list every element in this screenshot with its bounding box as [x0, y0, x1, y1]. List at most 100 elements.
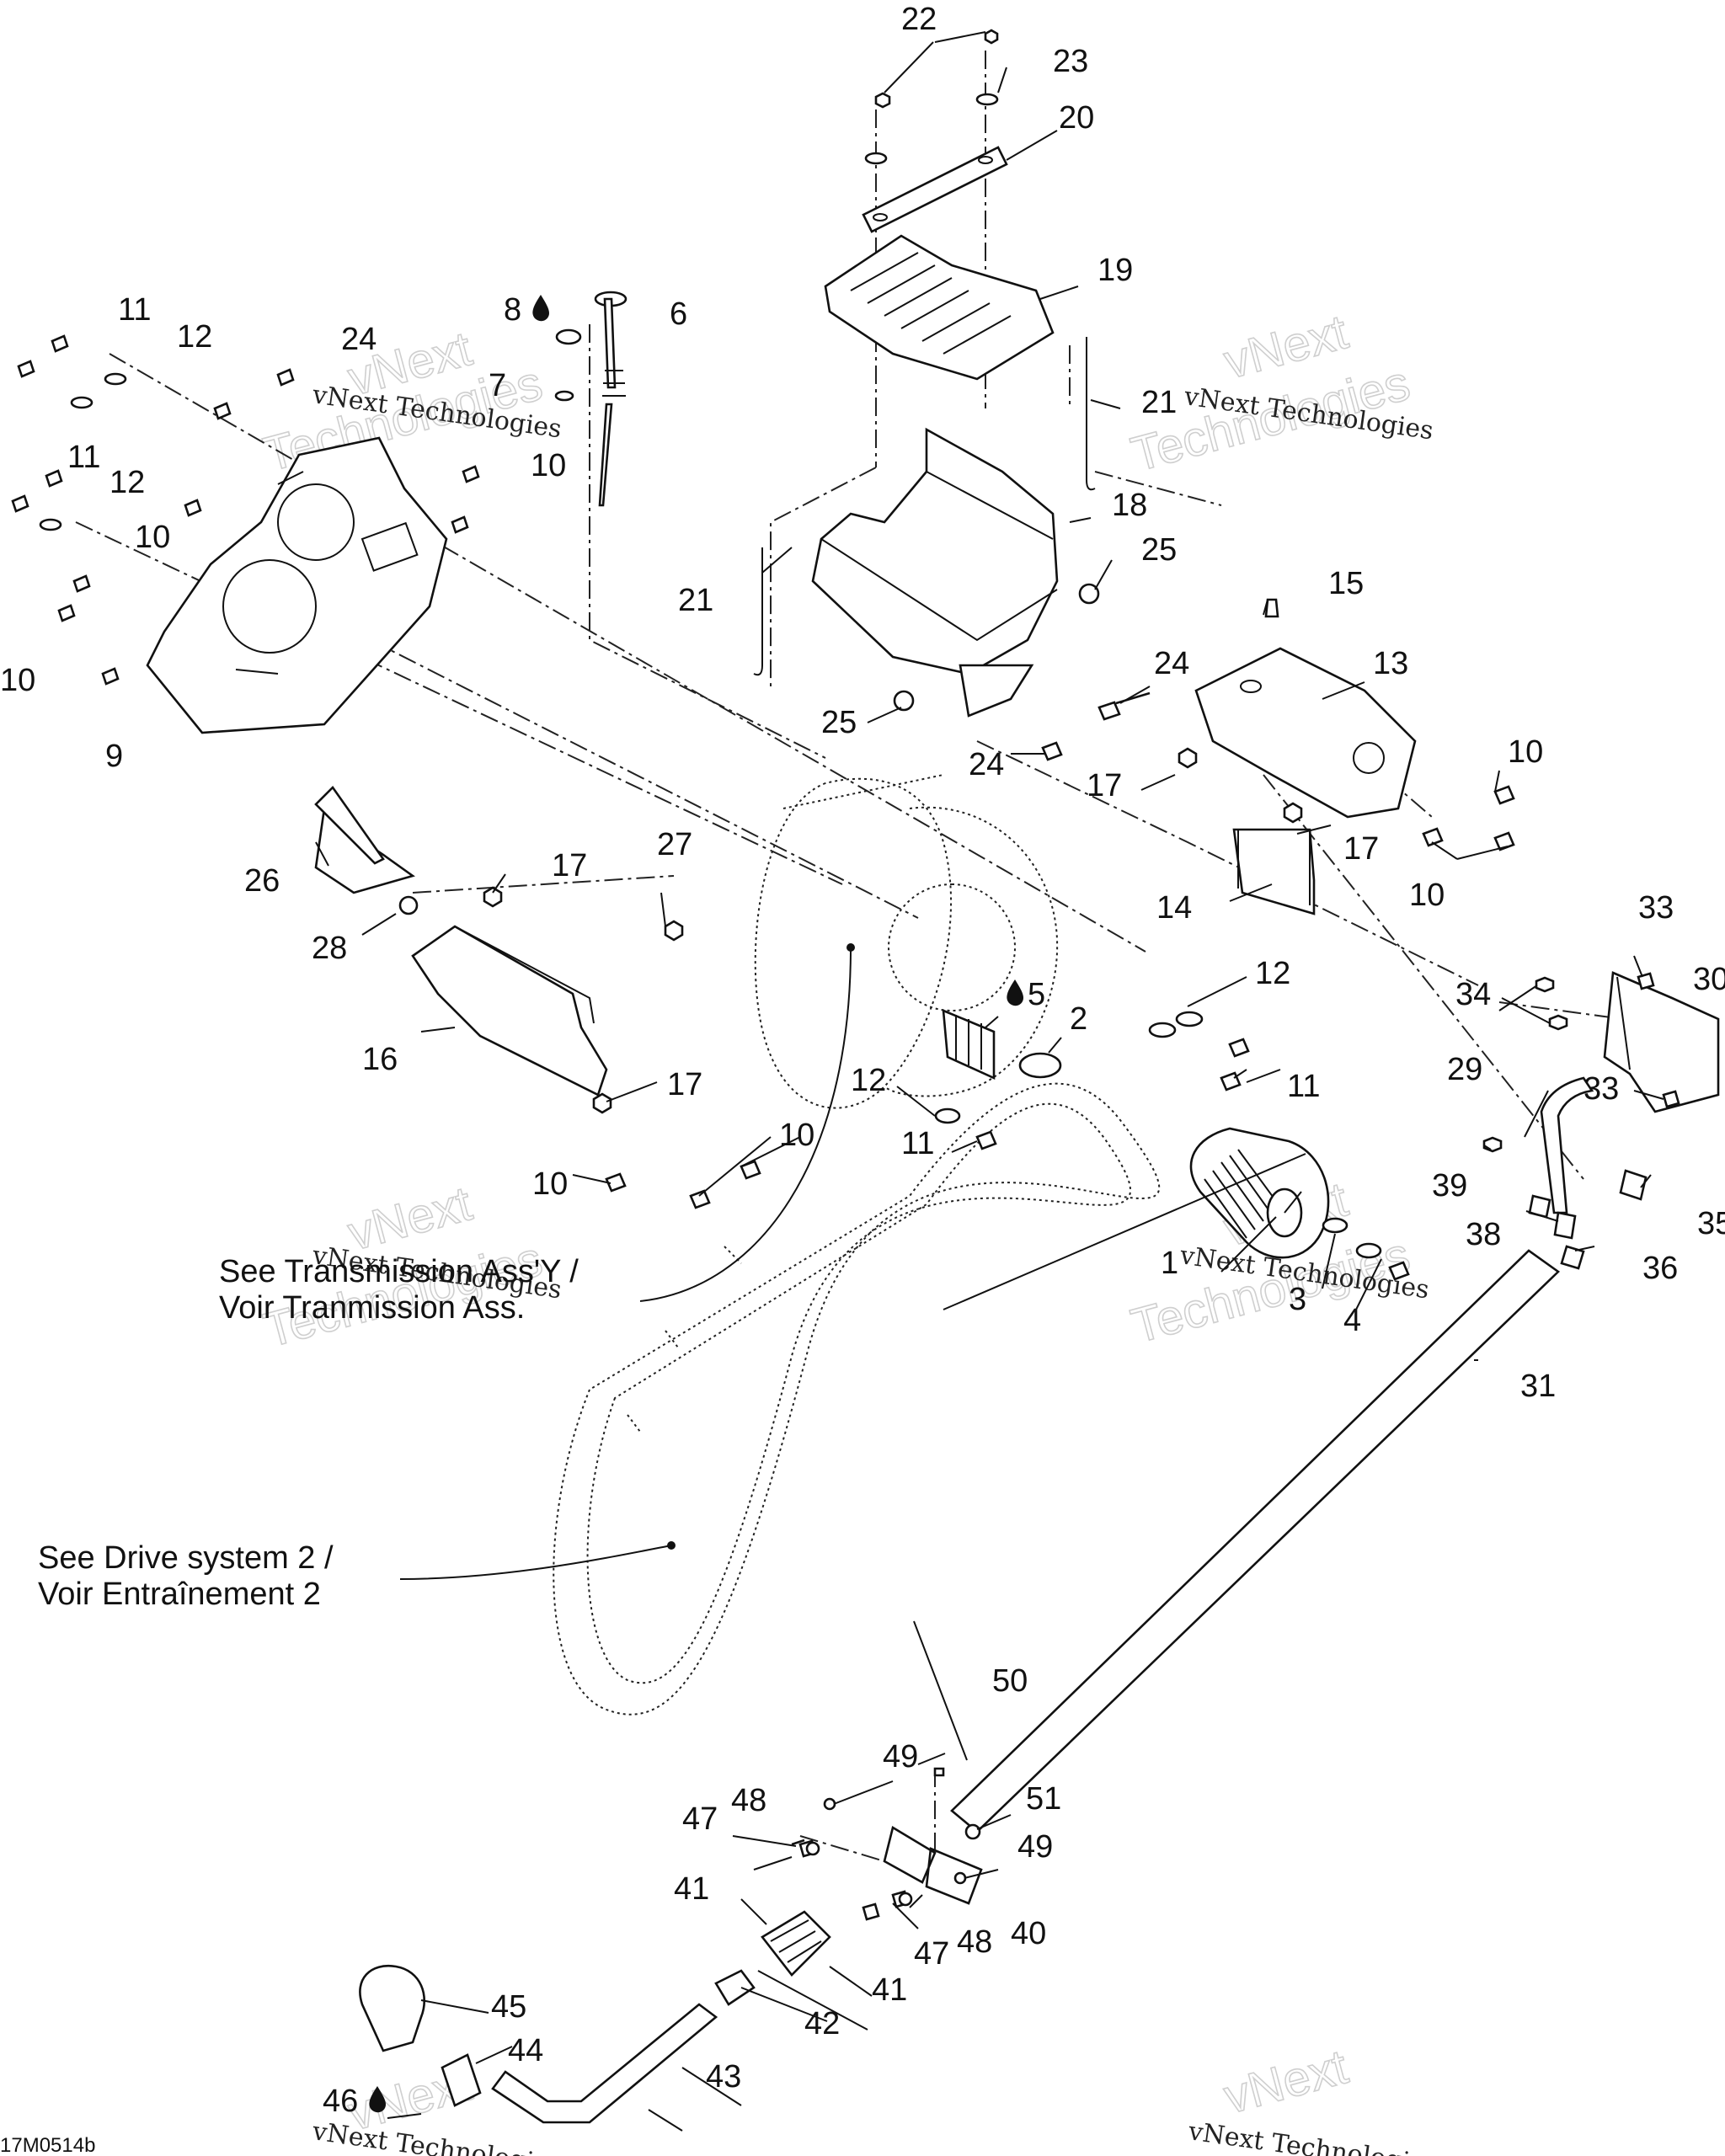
callout-31: 31	[1520, 1369, 1556, 1404]
nut-22	[874, 92, 891, 109]
callout-11: 11	[1287, 1069, 1320, 1104]
shift-lever-43	[491, 2003, 718, 2124]
drive-note-line1: See Drive system 2 /	[38, 1540, 334, 1576]
boot-44	[441, 2053, 482, 2107]
callout-34: 34	[1455, 977, 1491, 1012]
callout-21: 21	[678, 583, 713, 618]
screw-24	[1041, 741, 1063, 761]
leader-lines	[315, 31, 1664, 2132]
transmission-note-line1: See Transmission Ass'Y /	[219, 1254, 579, 1289]
callout-3: 3	[1289, 1282, 1306, 1317]
callout-50: 50	[992, 1663, 1028, 1699]
callout-17: 17	[1343, 831, 1379, 867]
callout-33: 33	[1583, 1071, 1619, 1107]
callout-12: 12	[177, 319, 212, 355]
callout-17: 17	[667, 1067, 702, 1102]
callout-12: 12	[109, 465, 145, 500]
watermark-text: vNext Technologies	[1186, 2116, 1439, 2156]
o-ring-7	[555, 328, 582, 345]
note-leaders	[399, 947, 852, 1580]
callout-40: 40	[1011, 1916, 1046, 1951]
callout-24: 24	[341, 322, 377, 357]
dipstick-6	[603, 297, 617, 389]
plate-14	[1232, 828, 1316, 915]
callout-45: 45	[491, 1989, 526, 2025]
nut-49	[823, 1797, 836, 1811]
callout-1: 1	[1161, 1246, 1178, 1281]
callout-29: 29	[1447, 1052, 1482, 1087]
washer-12	[70, 396, 93, 409]
transmission-note-leader	[639, 947, 852, 1302]
washer-51	[964, 1823, 981, 1840]
callout-26: 26	[244, 863, 280, 899]
callout-4: 4	[1343, 1303, 1361, 1338]
callout-21: 21	[1141, 385, 1177, 420]
hook-rod-21	[1086, 337, 1096, 491]
nut-25	[1078, 583, 1100, 605]
washer-12	[1175, 1011, 1204, 1027]
washer-3	[1355, 1242, 1382, 1259]
bolt-10	[605, 1160, 761, 1209]
bushing-35	[1619, 1169, 1648, 1201]
callout-10: 10	[135, 520, 170, 555]
bolt-11	[51, 334, 69, 353]
callout-18: 18	[1112, 488, 1147, 523]
spacer-3	[1322, 1217, 1348, 1234]
shift-rod-31	[950, 1249, 1561, 1833]
washer-23	[975, 93, 999, 106]
nut-49	[953, 1871, 967, 1885]
bracket-30	[1603, 971, 1720, 1113]
screw-24	[1097, 691, 1151, 721]
callout-20: 20	[1059, 100, 1094, 136]
callout-46: 46	[323, 2084, 358, 2119]
callout-7: 7	[489, 368, 506, 403]
washer-12	[1148, 1022, 1177, 1038]
callout-41: 41	[674, 1871, 709, 1907]
callout-16: 16	[362, 1042, 398, 1077]
drive-note-line2: Voir Entraînement 2	[38, 1577, 321, 1612]
callout-35: 35	[1697, 1206, 1725, 1241]
callout-48: 48	[957, 1924, 992, 1960]
washer-28	[398, 895, 419, 915]
seal-2	[1018, 1052, 1062, 1079]
callout-19: 19	[1097, 253, 1133, 288]
nut-17	[1283, 802, 1303, 824]
callout-17: 17	[1087, 768, 1122, 803]
callout-24: 24	[1154, 646, 1189, 681]
callout-10: 10	[1508, 734, 1543, 770]
callout-25: 25	[821, 705, 857, 740]
callout-15: 15	[1328, 566, 1364, 601]
bolt-10	[184, 368, 295, 517]
ball-joint-38	[1553, 1211, 1577, 1240]
callout-22: 22	[901, 2, 937, 37]
reference-notes: See Transmission Ass'Y / Voir Tranmissio…	[38, 1254, 579, 1612]
callout-49: 49	[883, 1739, 918, 1774]
callout-42: 42	[804, 2006, 840, 2041]
battery-holder-18	[811, 427, 1059, 675]
bolt-10	[57, 574, 120, 686]
nut-34	[1535, 976, 1555, 993]
callout-11: 11	[901, 1126, 934, 1161]
shift-linkage-assembly	[359, 971, 1720, 2124]
callout-47: 47	[682, 1801, 718, 1837]
transmission-note-line2: Voir Tranmission Ass.	[219, 1290, 525, 1326]
callout-6: 6	[670, 296, 687, 332]
callout-28: 28	[312, 931, 347, 966]
watermark-big: vNext	[1219, 2039, 1354, 2124]
bolt-33	[1637, 972, 1680, 1108]
nut-17	[592, 1092, 612, 1114]
callout-10: 10	[1409, 878, 1445, 913]
nut-39	[1482, 1136, 1503, 1153]
nut-17	[1178, 747, 1198, 769]
callout-11: 11	[67, 440, 100, 475]
watermark-text: vNext Technologies	[310, 2116, 563, 2156]
bolt-10	[1422, 785, 1515, 851]
callout-43: 43	[706, 2059, 741, 2095]
bolt-10	[17, 360, 35, 378]
washer-23	[864, 152, 888, 165]
dipstick-assembly	[554, 291, 628, 507]
callout-2: 2	[1070, 1001, 1087, 1037]
callout-8: 8	[504, 292, 521, 328]
bolt-4	[1388, 1261, 1410, 1281]
